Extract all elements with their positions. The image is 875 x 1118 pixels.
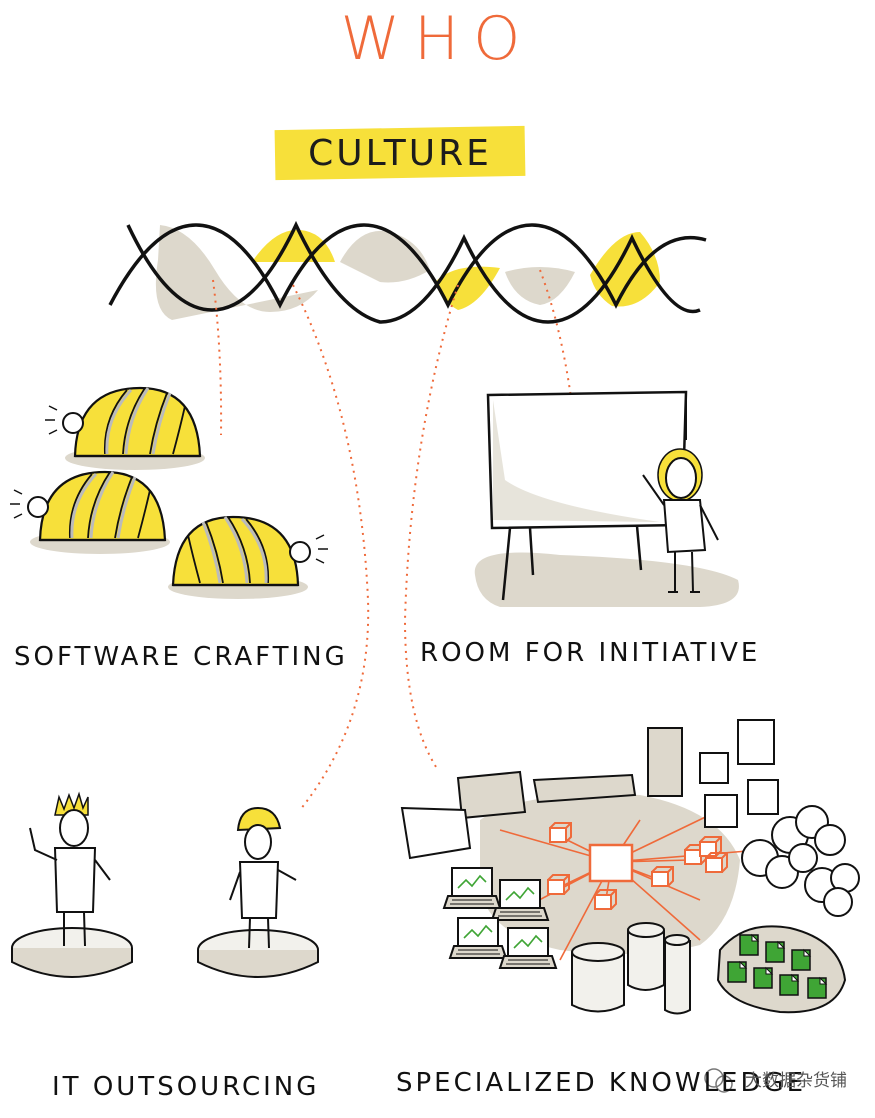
page-title: WHO bbox=[340, 4, 535, 74]
label-room-for-initiative: ROOM FOR INITIATIVE bbox=[420, 638, 761, 668]
label-specialized-knowledge: SPECIALIZED KNOWLEDGE bbox=[396, 1068, 807, 1098]
knowledge-network-icon bbox=[400, 719, 860, 1015]
hard-hat-icons bbox=[8, 386, 330, 601]
dna-helix-icon bbox=[108, 220, 707, 324]
page-subtitle: CULTURE bbox=[308, 133, 492, 174]
label-software-crafting: SOFTWARE CRAFTING bbox=[14, 642, 348, 672]
watermark-text: 大数据杂货铺 bbox=[745, 1071, 847, 1091]
connector-lines bbox=[212, 269, 579, 811]
label-it-outsourcing: IT OUTSOURCING bbox=[52, 1072, 320, 1102]
wechat-logo-icon bbox=[704, 1068, 733, 1093]
people-on-pedestals-icon bbox=[11, 791, 319, 978]
whiteboard-presenter-icon bbox=[474, 390, 739, 607]
